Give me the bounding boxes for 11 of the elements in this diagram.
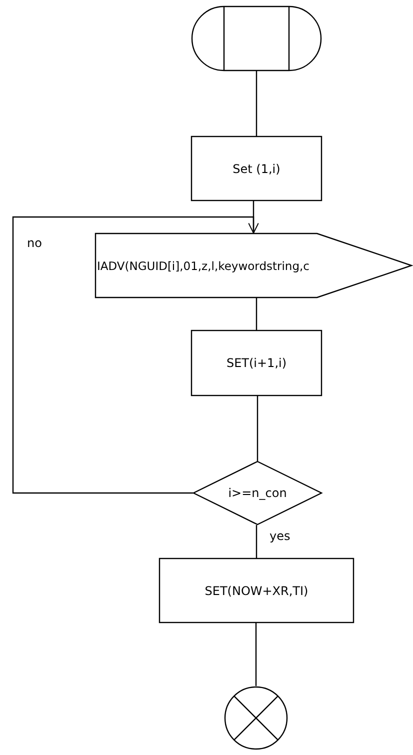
connector-line: [256, 71, 258, 136]
arrow: [12, 216, 259, 494]
connector-line: [256, 396, 258, 461]
connector-line: [256, 298, 258, 330]
node-text: Set (1,i): [232, 162, 282, 176]
node-text: SET(i+1,i): [225, 356, 288, 370]
connector-line: [255, 623, 257, 686]
node-text: SET(NOW+XR,TI): [204, 584, 310, 598]
node-text: i>=n_con: [227, 486, 288, 500]
connector-line: [256, 525, 258, 558]
node-text: IADV(NGUID[i],01,z,l,keywordstring,c: [97, 258, 310, 272]
